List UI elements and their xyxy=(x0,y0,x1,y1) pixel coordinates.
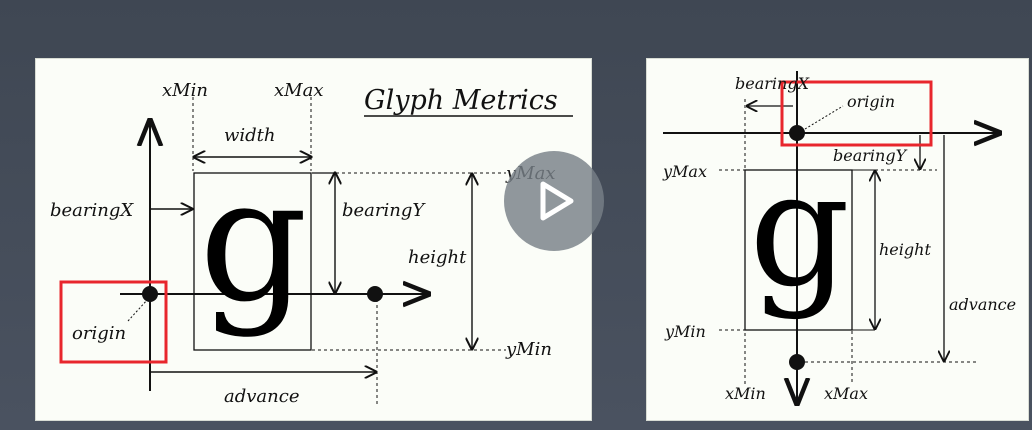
bearing-y-label-right: bearingY xyxy=(833,146,908,165)
bearing-x-label: bearingX xyxy=(50,200,134,221)
origin-point-right xyxy=(789,125,805,141)
horizontal-metrics-diagram: Glyph Metrics g xyxy=(36,59,591,420)
bearing-x-label-right: bearingX xyxy=(735,74,810,93)
origin-highlight-box-right xyxy=(780,80,933,147)
advance-label-right: advance xyxy=(949,295,1016,314)
vertical-metrics-diagram: g bearingX origin bearingY yMax height a… xyxy=(647,59,1028,420)
diagram-title: Glyph Metrics xyxy=(364,85,558,116)
glyph-g: g xyxy=(199,142,308,340)
glyph-bounding-box-right xyxy=(744,169,853,331)
play-button[interactable] xyxy=(504,151,604,251)
width-label: width xyxy=(224,125,276,146)
play-icon xyxy=(540,181,574,221)
advance-label: advance xyxy=(224,386,299,407)
height-label: height xyxy=(408,247,467,268)
bearing-y-label: bearingY xyxy=(342,200,426,221)
xmin-label: xMin xyxy=(162,80,208,101)
glyph-bounding-box xyxy=(193,172,312,351)
ymin-label: yMin xyxy=(505,339,552,360)
xmin-label-right: xMin xyxy=(725,384,766,403)
xmax-label: xMax xyxy=(274,80,323,101)
ymin-label-right: yMin xyxy=(664,322,706,341)
horizontal-metrics-svg: Glyph Metrics g xyxy=(50,80,573,407)
origin-point xyxy=(142,286,158,302)
ymax-label-right: yMax xyxy=(662,162,707,181)
origin-label-right: origin xyxy=(847,92,895,111)
advance-point-right xyxy=(789,354,805,370)
advance-point xyxy=(367,286,383,302)
height-label-right: height xyxy=(879,240,931,259)
origin-label: origin xyxy=(72,323,126,344)
glyph-g-right: g xyxy=(749,138,850,322)
xmax-label-right: xMax xyxy=(824,384,868,403)
vertical-metrics-svg: g bearingX origin bearingY yMax height a… xyxy=(662,71,1016,420)
origin-highlight-box xyxy=(59,280,168,364)
